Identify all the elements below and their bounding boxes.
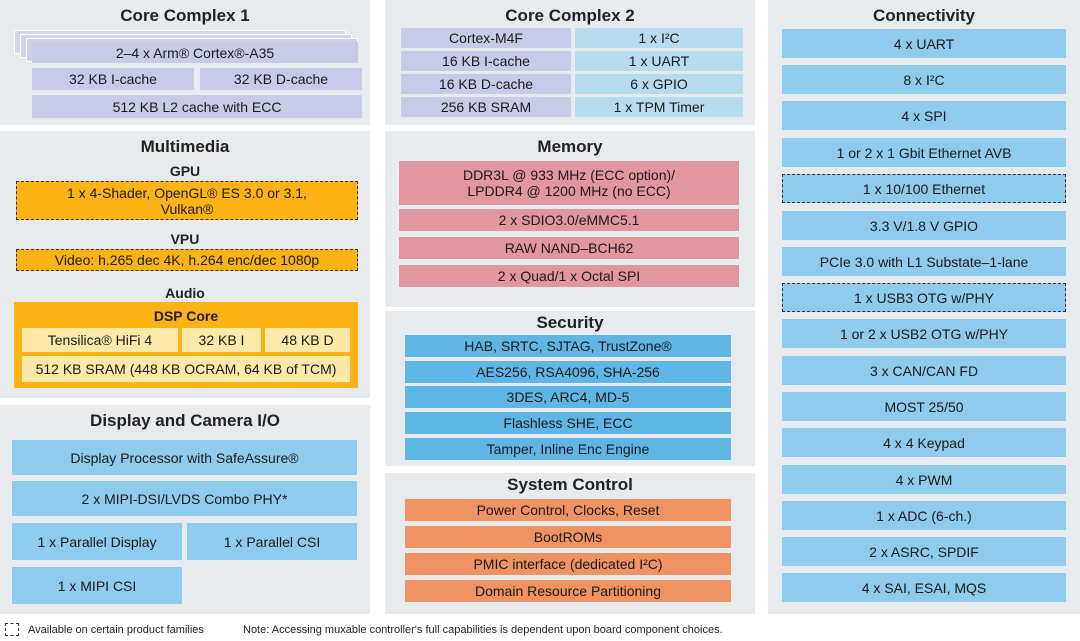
core2-left-item: 16 KB D-cache — [401, 74, 571, 94]
connectivity-item: 2 x ASRC, SPDIF — [782, 537, 1066, 566]
connectivity-panel: Connectivity 4 x UART 8 x I²C 4 x SPI 1 … — [768, 0, 1080, 614]
system-control-item: Power Control, Clocks, Reset — [405, 499, 731, 521]
mipi-csi-box: 1 x MIPI CSI — [12, 567, 182, 604]
core2-right-item: 1 x UART — [575, 51, 743, 71]
core2-right-item: 1 x I²C — [575, 28, 743, 48]
parallel-csi-box: 1 x Parallel CSI — [187, 523, 357, 560]
security-item: Flashless SHE, ECC — [405, 412, 731, 434]
l2-cache-box: 512 KB L2 cache with ECC — [32, 95, 362, 118]
connectivity-item: 1 or 2 x 1 Gbit Ethernet AVB — [782, 138, 1066, 167]
display-camera-panel: Display and Camera I/O Display Processor… — [0, 405, 370, 614]
connectivity-item-optional: 1 x USB3 OTG w/PHY — [782, 283, 1066, 312]
security-title: Security — [536, 313, 604, 332]
display-camera-title: Display and Camera I/O — [90, 411, 280, 430]
core2-right-item: 6 x GPIO — [575, 74, 743, 94]
vpu-box: Video: h.265 dec 4K, h.264 enc/dec 1080p — [16, 249, 358, 271]
core2-left-item: 16 KB I-cache — [401, 51, 571, 71]
connectivity-item-optional: 1 x 10/100 Ethernet — [782, 174, 1066, 203]
connectivity-item: MOST 25/50 — [782, 392, 1066, 421]
connectivity-item: 3.3 V/1.8 V GPIO — [782, 211, 1066, 240]
security-item: Tamper, Inline Enc Engine — [405, 438, 731, 460]
connectivity-item: 1 or 2 x USB2 OTG w/PHY — [782, 319, 1066, 348]
system-control-item: PMIC interface (dedicated I²C) — [405, 553, 731, 575]
core-complex-1-panel: Core Complex 1 2–4 x Arm® Cortex®-A35 32… — [0, 0, 370, 125]
dsp-hifi4-box: Tensilica® HiFi 4 — [22, 328, 178, 352]
legend-dashed-swatch — [5, 623, 19, 636]
connectivity-item: 1 x ADC (6-ch.) — [782, 501, 1066, 530]
connectivity-item: 4 x PWM — [782, 465, 1066, 494]
system-control-item: BootROMs — [405, 526, 731, 548]
dsp-dcache-box: 48 KB D — [265, 328, 350, 352]
memory-item-ddr: DDR3L @ 933 MHz (ECC option)/ LPDDR4 @ 1… — [399, 161, 739, 205]
system-control-panel: System Control Power Control, Clocks, Re… — [385, 473, 755, 614]
memory-item: 2 x SDIO3.0/eMMC5.1 — [399, 209, 739, 231]
multimedia-title: Multimedia — [140, 137, 230, 156]
footer-note: Note: Accessing muxable controller's ful… — [243, 624, 723, 636]
security-item: AES256, RSA4096, SHA-256 — [405, 361, 731, 383]
memory-item: RAW NAND–BCH62 — [399, 237, 739, 259]
gpu-label: GPU — [169, 163, 201, 179]
connectivity-title: Connectivity — [872, 6, 976, 25]
parallel-display-box: 1 x Parallel Display — [12, 523, 182, 560]
security-panel: Security HAB, SRTC, SJTAG, TrustZone® AE… — [385, 311, 755, 466]
dsp-core-label: DSP Core — [153, 308, 219, 324]
legend-text: Available on certain product families — [28, 624, 204, 636]
security-item: 3DES, ARC4, MD-5 — [405, 386, 731, 408]
l1-dcache-box: 32 KB D-cache — [200, 68, 362, 90]
display-processor-box: Display Processor with SafeAssure® — [12, 440, 357, 475]
core2-right-item: 1 x TPM Timer — [575, 97, 743, 117]
core-complex-1-title: Core Complex 1 — [120, 6, 250, 25]
system-control-title: System Control — [507, 475, 633, 494]
audio-label: Audio — [165, 285, 205, 301]
dsp-icache-box: 32 KB I — [182, 328, 261, 352]
security-item: HAB, SRTC, SJTAG, TrustZone® — [405, 335, 731, 357]
connectivity-item: 4 x UART — [782, 29, 1066, 58]
connectivity-item: 4 x SPI — [782, 101, 1066, 130]
memory-title: Memory — [537, 137, 603, 156]
memory-panel: Memory DDR3L @ 933 MHz (ECC option)/ LPD… — [385, 131, 755, 307]
connectivity-item: 8 x I²C — [782, 65, 1066, 94]
connectivity-item: 4 x SAI, ESAI, MQS — [782, 573, 1066, 602]
dsp-core-block: DSP Core Tensilica® HiFi 4 32 KB I 48 KB… — [14, 302, 358, 388]
vpu-label: VPU — [170, 231, 200, 247]
gpu-box: 1 x 4-Shader, OpenGL® ES 3.0 or 3.1, Vul… — [16, 181, 358, 220]
a35-cores-box: 2–4 x Arm® Cortex®-A35 — [32, 42, 358, 63]
connectivity-item: 3 x CAN/CAN FD — [782, 356, 1066, 385]
core2-left-item: 256 KB SRAM — [401, 97, 571, 117]
mipi-dsi-box: 2 x MIPI-DSI/LVDS Combo PHY* — [12, 481, 357, 516]
multimedia-panel: Multimedia GPU 1 x 4-Shader, OpenGL® ES … — [0, 131, 370, 398]
connectivity-item: PCIe 3.0 with L1 Substate–1-lane — [782, 247, 1066, 276]
connectivity-item: 4 x 4 Keypad — [782, 428, 1066, 457]
core-complex-2-panel: Core Complex 2 Cortex-M4F 16 KB I-cache … — [385, 0, 755, 125]
core-complex-2-title: Core Complex 2 — [505, 6, 635, 25]
system-control-item: Domain Resource Partitioning — [405, 580, 731, 602]
core2-left-item: Cortex-M4F — [401, 28, 571, 48]
l1-icache-box: 32 KB I-cache — [32, 68, 194, 90]
dsp-sram-box: 512 KB SRAM (448 KB OCRAM, 64 KB of TCM) — [22, 356, 350, 382]
memory-item: 2 x Quad/1 x Octal SPI — [399, 265, 739, 287]
